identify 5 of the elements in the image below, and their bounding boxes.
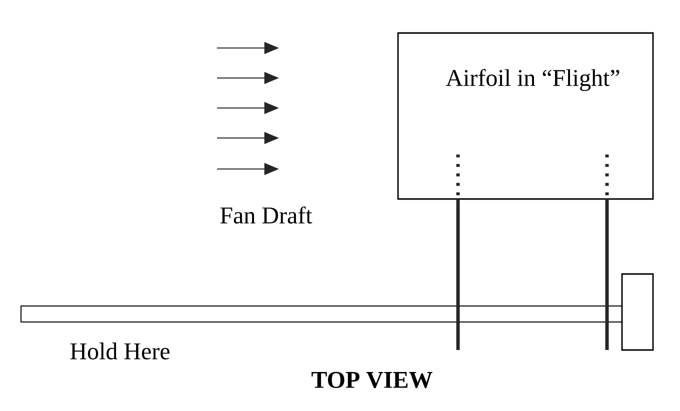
label: Fan Draft bbox=[220, 206, 312, 224]
airfoil-box: Airfoil in “Flight” bbox=[397, 32, 654, 200]
label: Hold Here bbox=[70, 342, 170, 360]
end-block bbox=[621, 273, 654, 351]
caption: TOP VIEW bbox=[312, 372, 432, 388]
